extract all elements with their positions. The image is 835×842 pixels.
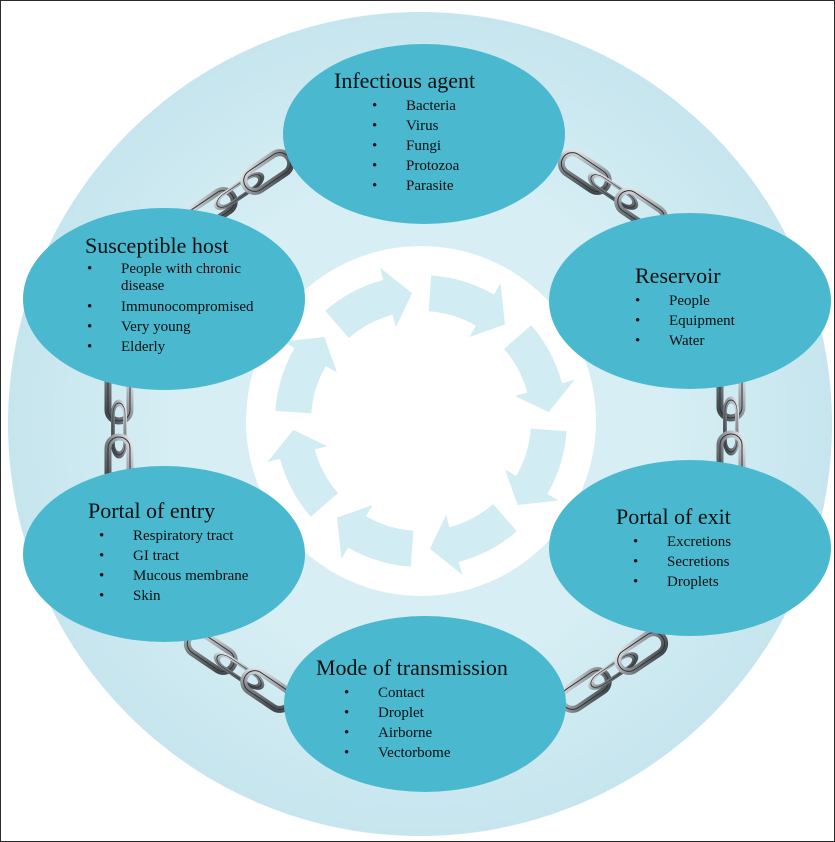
list-item: Virus (372, 116, 475, 136)
list-item: Droplets (633, 572, 731, 592)
node-title: Reservoir (635, 263, 721, 288)
cycle-arrow-icon (337, 505, 414, 567)
node-title: Mode of transmission (316, 655, 508, 680)
node-portal-of-exit: Portal of exit Excretions Secretions Dro… (616, 504, 731, 593)
list-item: Droplet (344, 703, 508, 723)
node-mode-of-transmission: Mode of transmission Contact Droplet Air… (316, 655, 508, 764)
node-reservoir: Reservoir People Equipment Water (635, 263, 735, 352)
node-susceptible-host: Susceptible host People with chronic dis… (85, 233, 271, 358)
list-item: Immunocompromised (87, 297, 271, 317)
node-item-list: Contact Droplet Airborne Vectorbome (344, 683, 508, 763)
node-item-list: Respiratory tract GI tract Mucous membra… (99, 526, 248, 606)
cycle-arrow-icon (275, 337, 337, 414)
list-item: Equipment (635, 311, 735, 331)
cycle-arrow-icon (325, 267, 413, 338)
list-item: People with chronic disease (87, 261, 271, 297)
cycle-arrow-icon (428, 275, 505, 337)
list-item: Protozoa (372, 156, 475, 176)
cycle-arrow-icon (429, 504, 517, 575)
list-item: People (635, 291, 735, 311)
list-item: Water (635, 331, 735, 351)
list-item: Vectorbome (344, 743, 508, 763)
cycle-arrows (267, 267, 575, 575)
list-item: Very young (87, 317, 271, 337)
list-item: Airborne (344, 723, 508, 743)
list-item: Parasite (372, 176, 475, 196)
list-item: Secretions (633, 552, 731, 572)
node-title: Susceptible host (85, 233, 229, 258)
node-title: Portal of entry (88, 498, 216, 523)
list-item: Bacteria (372, 96, 475, 116)
inner-hole (246, 246, 596, 596)
list-item: Skin (99, 586, 248, 606)
node-title: Infectious agent (334, 68, 476, 93)
list-item: Fungi (372, 136, 475, 156)
node-item-list: Excretions Secretions Droplets (633, 532, 731, 592)
cycle-arrow-icon (504, 325, 575, 413)
list-item: Contact (344, 683, 508, 703)
list-item: Elderly (87, 337, 271, 357)
node-portal-of-entry: Portal of entry Respiratory tract GI tra… (88, 498, 248, 607)
list-item: GI tract (99, 546, 248, 566)
list-item: Mucous membrane (99, 566, 248, 586)
node-title: Portal of exit (616, 504, 731, 529)
cycle-arrow-icon (267, 429, 338, 517)
node-item-list: Bacteria Virus Fungi Protozoa Parasite (372, 96, 475, 196)
node-infectious-agent: Infectious agent Bacteria Virus Fungi Pr… (334, 68, 476, 197)
cycle-arrow-icon (505, 428, 567, 505)
node-item-list: People Equipment Water (635, 291, 735, 351)
list-item: Excretions (633, 532, 731, 552)
list-item: Respiratory tract (99, 526, 248, 546)
node-item-list: People with chronic disease Immunocompro… (87, 261, 271, 357)
